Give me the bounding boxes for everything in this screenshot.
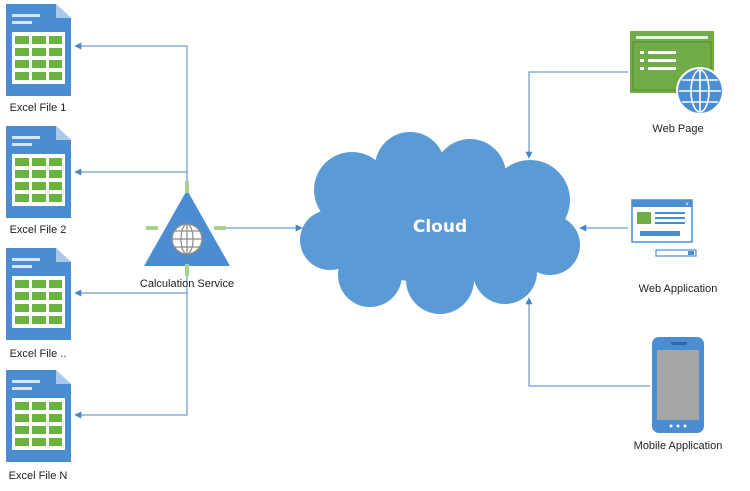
mobile-phone-icon	[652, 337, 704, 433]
connector-calc-to-file1	[74, 42, 188, 200]
cloud-label: Cloud	[413, 217, 467, 237]
web-application-icon: ×	[631, 199, 697, 257]
excel-file-icon	[6, 370, 71, 462]
svg-text:×: ×	[685, 202, 689, 208]
excel-file-icon	[6, 4, 71, 96]
excel-file-2: Excel File 2	[6, 126, 71, 236]
excel-file-1-label: Excel File 1	[10, 102, 67, 114]
excel-file-icon	[6, 248, 71, 340]
connectors	[74, 42, 650, 419]
cloud-icon	[300, 132, 580, 314]
connector-calc-to-file4	[74, 293, 188, 419]
mobile-application-label: Mobile Application	[634, 440, 723, 452]
connector-mobile-to-cloud	[525, 297, 650, 387]
cloud: Cloud	[300, 132, 580, 314]
web-page-label: Web Page	[652, 123, 703, 135]
calculation-service-icon	[144, 181, 230, 276]
excel-file-4-label: Excel File N	[9, 470, 68, 482]
excel-file-2-label: Excel File 2	[10, 224, 67, 236]
excel-file-3: Excel File ..	[6, 248, 71, 360]
excel-file-3-label: Excel File ..	[10, 348, 67, 360]
connector-webpage-to-cloud	[525, 71, 628, 159]
calculation-service: Calculation Service	[140, 181, 234, 290]
excel-file-4: Excel File N	[6, 370, 71, 482]
web-page-icon	[630, 31, 724, 115]
web-page: Web Page	[630, 31, 724, 135]
excel-file-icon	[6, 126, 71, 218]
mobile-application: Mobile Application	[634, 337, 723, 452]
calculation-service-label: Calculation Service	[140, 278, 234, 290]
excel-file-1: Excel File 1	[6, 4, 71, 114]
web-application: × Web Application	[631, 199, 718, 295]
web-application-label: Web Application	[639, 283, 718, 295]
